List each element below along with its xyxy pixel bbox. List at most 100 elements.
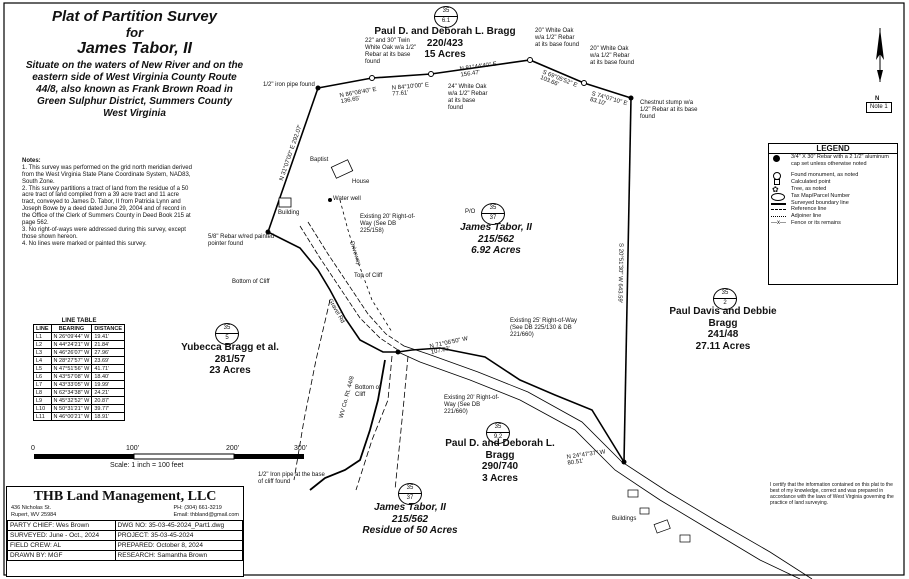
scale-label: Scale: 1 inch = 100 feet <box>110 462 184 469</box>
title-block: THB Land Management, LLC 436 Nicholas St… <box>6 486 244 577</box>
line-table-cell: N 28°27'57" W <box>50 356 93 365</box>
callout-water-well: Water well <box>333 196 361 202</box>
line-table-cell: N 45°32'52" W <box>50 396 93 405</box>
line-table-cell: L10 <box>33 404 52 413</box>
line-table-cell: 19.99' <box>91 380 126 389</box>
parcel-prefix: P/O <box>465 209 476 215</box>
sheet-border <box>3 2 905 576</box>
callout-chestnut: Chestnut stump w/a 1/2" Rebar at its bas… <box>640 100 698 120</box>
line-table-cell: N 43°57'08" W <box>50 372 93 381</box>
line-table-cell: L7 <box>33 380 52 389</box>
driveway-line <box>339 199 393 333</box>
parcel-yubecca: Yubecca Bragg et al. 281/57 23 Acres <box>181 342 279 376</box>
scale-tick-2: 200' <box>226 445 240 452</box>
road-south-2 <box>403 345 813 579</box>
parcel-davis: Paul Davis and Debbie Bragg 241/48 27.11… <box>669 306 777 352</box>
right-of-way-west <box>299 225 399 351</box>
right-of-way-west-2 <box>307 221 405 347</box>
line-table-cell: L6 <box>33 372 52 381</box>
line-table-cell: L9 <box>33 396 52 405</box>
line-table-cell: L5 <box>33 364 52 373</box>
boundary-south-line <box>397 347 625 463</box>
title-line2: for <box>125 25 144 40</box>
parcel-bragg-south: Paul D. and Deborah L. Bragg 290/740 3 A… <box>445 438 555 484</box>
scale-tick-3: 300' <box>294 445 308 452</box>
line-table-cell: 21.84' <box>91 340 126 349</box>
road-south <box>397 351 801 579</box>
boundary-cliff-line <box>267 231 398 353</box>
callout-oak-24: 24" White Oak w/a 1/2" Rebar at its base… <box>448 84 488 111</box>
parcel-tabor-main: James Tabor, II 215/562 6.92 Acres <box>460 222 532 256</box>
callout-house: House <box>352 179 370 185</box>
line-table-cell: N 44°24'21" W <box>50 340 93 349</box>
scale-tick-1: 100' <box>126 445 140 452</box>
line-table-cell: N 43°33'05" W <box>50 380 93 389</box>
boundary-east-line <box>623 97 632 463</box>
line-table-cell: L3 <box>33 348 52 357</box>
certification-text: I certify that the information contained… <box>770 482 894 506</box>
callout-row3: Existing 20' Right-of-Way (See DB 221/66… <box>444 395 500 415</box>
line-table-cell: L4 <box>33 356 52 365</box>
plat-title-block: Plat of Partition Survey for James Tabor… <box>12 8 257 120</box>
line-table-cell: N 50°31'21" W <box>50 404 93 413</box>
callout-row2: Existing 25' Right-of-Way (See DB 225/13… <box>510 318 577 338</box>
line-table-cell: 41.71' <box>91 364 126 373</box>
line-table-cell: N 62°34'38" W <box>50 388 93 397</box>
line-table-cell: N 47°51'56" W <box>50 364 93 373</box>
callout-top-cliff: Top of Cliff <box>354 273 383 279</box>
reference-line-1 <box>394 355 409 491</box>
bearing-east: S 20°51'30" W 643.59' <box>616 243 624 303</box>
line-table-cell: 18.91' <box>91 412 126 421</box>
callout-buildings: Buildings <box>612 516 637 522</box>
callout-rebar-base: 1/2" Iron pipe at the base of cliff foun… <box>258 472 325 485</box>
callout-oak-twin: 22" and 30" Twin White Oak w/a 1/2" Reba… <box>365 38 417 65</box>
line-table-cell: N 46°00'21" W <box>50 412 93 421</box>
building-shape <box>278 197 292 208</box>
notes-block: Notes: 1. This survey was performed on t… <box>22 158 192 247</box>
parcel-tabor-residue: James Tabor, II 215/562 Residue of 50 Ac… <box>362 502 458 536</box>
callout-iron-pipe: 1/2" iron pipe found <box>263 82 315 88</box>
note1-box: Note 1 <box>866 102 892 113</box>
line-table-cell: 39.77' <box>91 404 126 413</box>
line-table-cell: 20.87' <box>91 396 126 405</box>
house-shape <box>330 159 354 179</box>
callout-oak-20a: 20" White Oak w/a 1/2" Rebar at its base… <box>535 28 580 48</box>
callout-rebar-wood: 5/8" Rebar w/red painted pointer found <box>208 234 275 247</box>
boundary-north-line <box>317 59 632 99</box>
callout-baptist: Baptist <box>310 157 329 163</box>
title-line3: James Tabor, II <box>76 40 192 57</box>
line-table-cell: L2 <box>33 340 52 349</box>
adjoiner-line-1 <box>293 299 331 481</box>
title-subtitle: Situate on the waters of New River and o… <box>25 60 244 119</box>
callout-row1: Existing 20' Right-of-Way (See DB 225/15… <box>360 214 416 234</box>
north-label: N <box>875 96 880 102</box>
line-table-cell: L11 <box>33 412 52 421</box>
callout-bottom-cliff: Bottom of Cliff <box>232 279 270 285</box>
line-table-cell: 24.21' <box>91 388 126 397</box>
line-table-cell: 19.41' <box>91 332 126 341</box>
creek-line <box>309 359 386 491</box>
line-table-cell: 23.69' <box>91 356 126 365</box>
north-arrow <box>876 28 884 82</box>
title-line1: Plat of Partition Survey <box>51 8 218 25</box>
